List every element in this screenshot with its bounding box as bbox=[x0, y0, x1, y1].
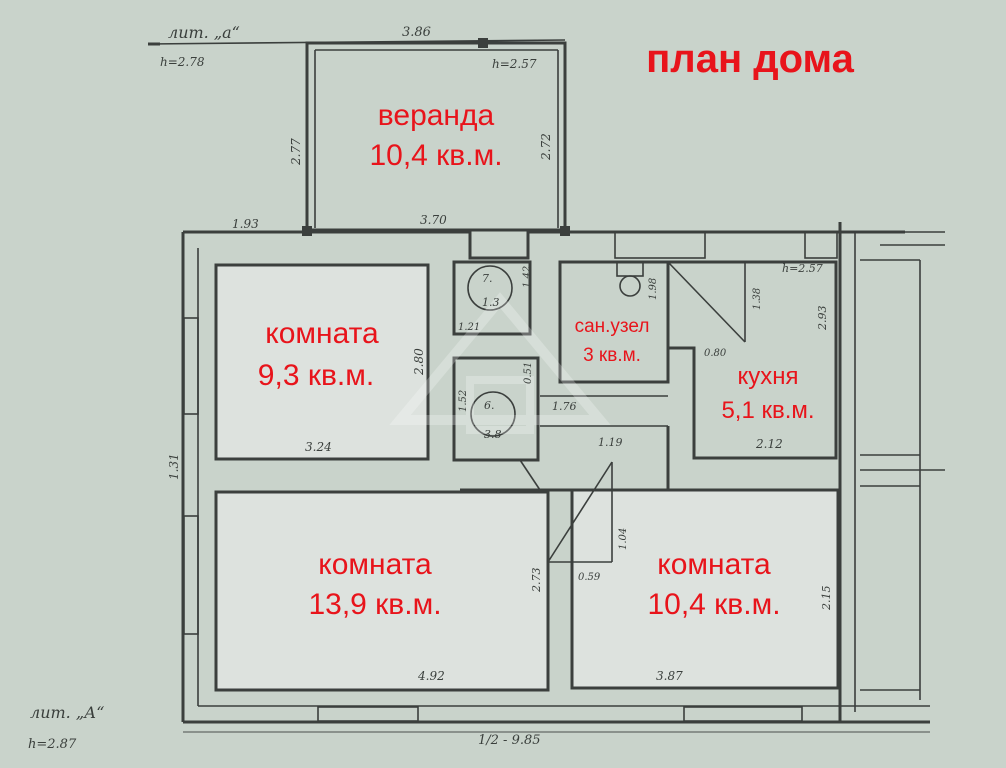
kitchen-inner-dim: 1.38 bbox=[752, 288, 763, 310]
room6-area: 3.8 bbox=[484, 428, 502, 441]
kitchen-name: кухня bbox=[737, 363, 798, 390]
left-side-dim: 1.31 bbox=[167, 453, 181, 480]
house-outer-walls bbox=[181, 222, 945, 724]
h-top-label: h=2.78 bbox=[160, 55, 205, 69]
bathroom-area: 3 кв.м. bbox=[583, 345, 641, 366]
room-c-height-dim: 2.15 bbox=[820, 586, 833, 612]
h-bottom-label: h=2.87 bbox=[28, 737, 77, 752]
veranda-area: 10,4 кв.м. bbox=[369, 139, 502, 172]
overall-dim: 1/2 - 9.85 bbox=[478, 733, 541, 748]
room-b-height-dim: 2.73 bbox=[530, 568, 543, 594]
veranda-top-dim: 3.86 bbox=[402, 25, 431, 40]
top-mid-dim: 3.70 bbox=[420, 213, 447, 227]
room6-width-dim: 0.51 bbox=[523, 362, 534, 384]
room-a-area: 9,3 кв.м. bbox=[258, 359, 374, 392]
room-b-outline bbox=[214, 490, 550, 692]
room7-width-dim: 1.21 bbox=[458, 322, 480, 333]
small-dim: 0.59 bbox=[578, 572, 601, 583]
h-kitchen-label: h=2.57 bbox=[782, 262, 823, 275]
bath-height-dim: 1.98 bbox=[648, 278, 659, 300]
corridor-door bbox=[547, 461, 613, 563]
room-a-width-dim: 3.24 bbox=[305, 440, 332, 454]
small-rooms bbox=[452, 260, 840, 492]
room-b-name: комната bbox=[318, 548, 432, 581]
watermark-house-icon bbox=[389, 292, 611, 434]
room-b-area: 13,9 кв.м. bbox=[308, 588, 441, 621]
room-b-width-dim: 4.92 bbox=[417, 669, 445, 683]
kitchen-outline bbox=[667, 260, 838, 460]
room-c-area: 10,4 кв.м. bbox=[647, 588, 780, 621]
room-c-width-dim: 3.87 bbox=[656, 669, 683, 683]
veranda-right-dim: 2.72 bbox=[539, 133, 553, 161]
corridor-h-dim: 1.04 bbox=[618, 528, 629, 550]
room7-height-dim: 1.42 bbox=[522, 266, 533, 288]
room-c-name: комната bbox=[657, 548, 771, 581]
bathroom-name: сан.узел bbox=[575, 316, 650, 337]
room7-number: 7. bbox=[482, 272, 493, 285]
plan-title: план дома bbox=[646, 37, 854, 81]
top-left-dim: 1.93 bbox=[232, 217, 259, 231]
hall-width-dim: 1.76 bbox=[552, 400, 577, 413]
bathroom-outline bbox=[558, 260, 670, 384]
lit-a-bottom-label: лит. „А“ bbox=[30, 703, 104, 722]
room6-number: 6. bbox=[484, 399, 495, 412]
room-a-height-dim: 2.80 bbox=[412, 348, 426, 376]
kitchen-small-dim: 0.80 bbox=[704, 348, 727, 359]
veranda-left-dim: 2.77 bbox=[289, 138, 303, 166]
kitchen-area: 5,1 кв.м. bbox=[721, 397, 814, 424]
room-a-name: комната bbox=[265, 317, 379, 350]
room6-height-dim: 1.52 bbox=[458, 390, 469, 412]
room7-area: 1.3 bbox=[482, 296, 500, 309]
kitchen-width-dim: 2.12 bbox=[755, 437, 783, 451]
lit-a-top-label: лит. „а“ bbox=[168, 23, 240, 42]
veranda-name: веранда bbox=[378, 99, 495, 132]
room-a-outline bbox=[214, 263, 430, 461]
kitchen-height-dim: 2.93 bbox=[816, 306, 829, 332]
h-veranda-label: h=2.57 bbox=[492, 57, 537, 71]
corridor-dim: 1.19 bbox=[598, 436, 623, 449]
